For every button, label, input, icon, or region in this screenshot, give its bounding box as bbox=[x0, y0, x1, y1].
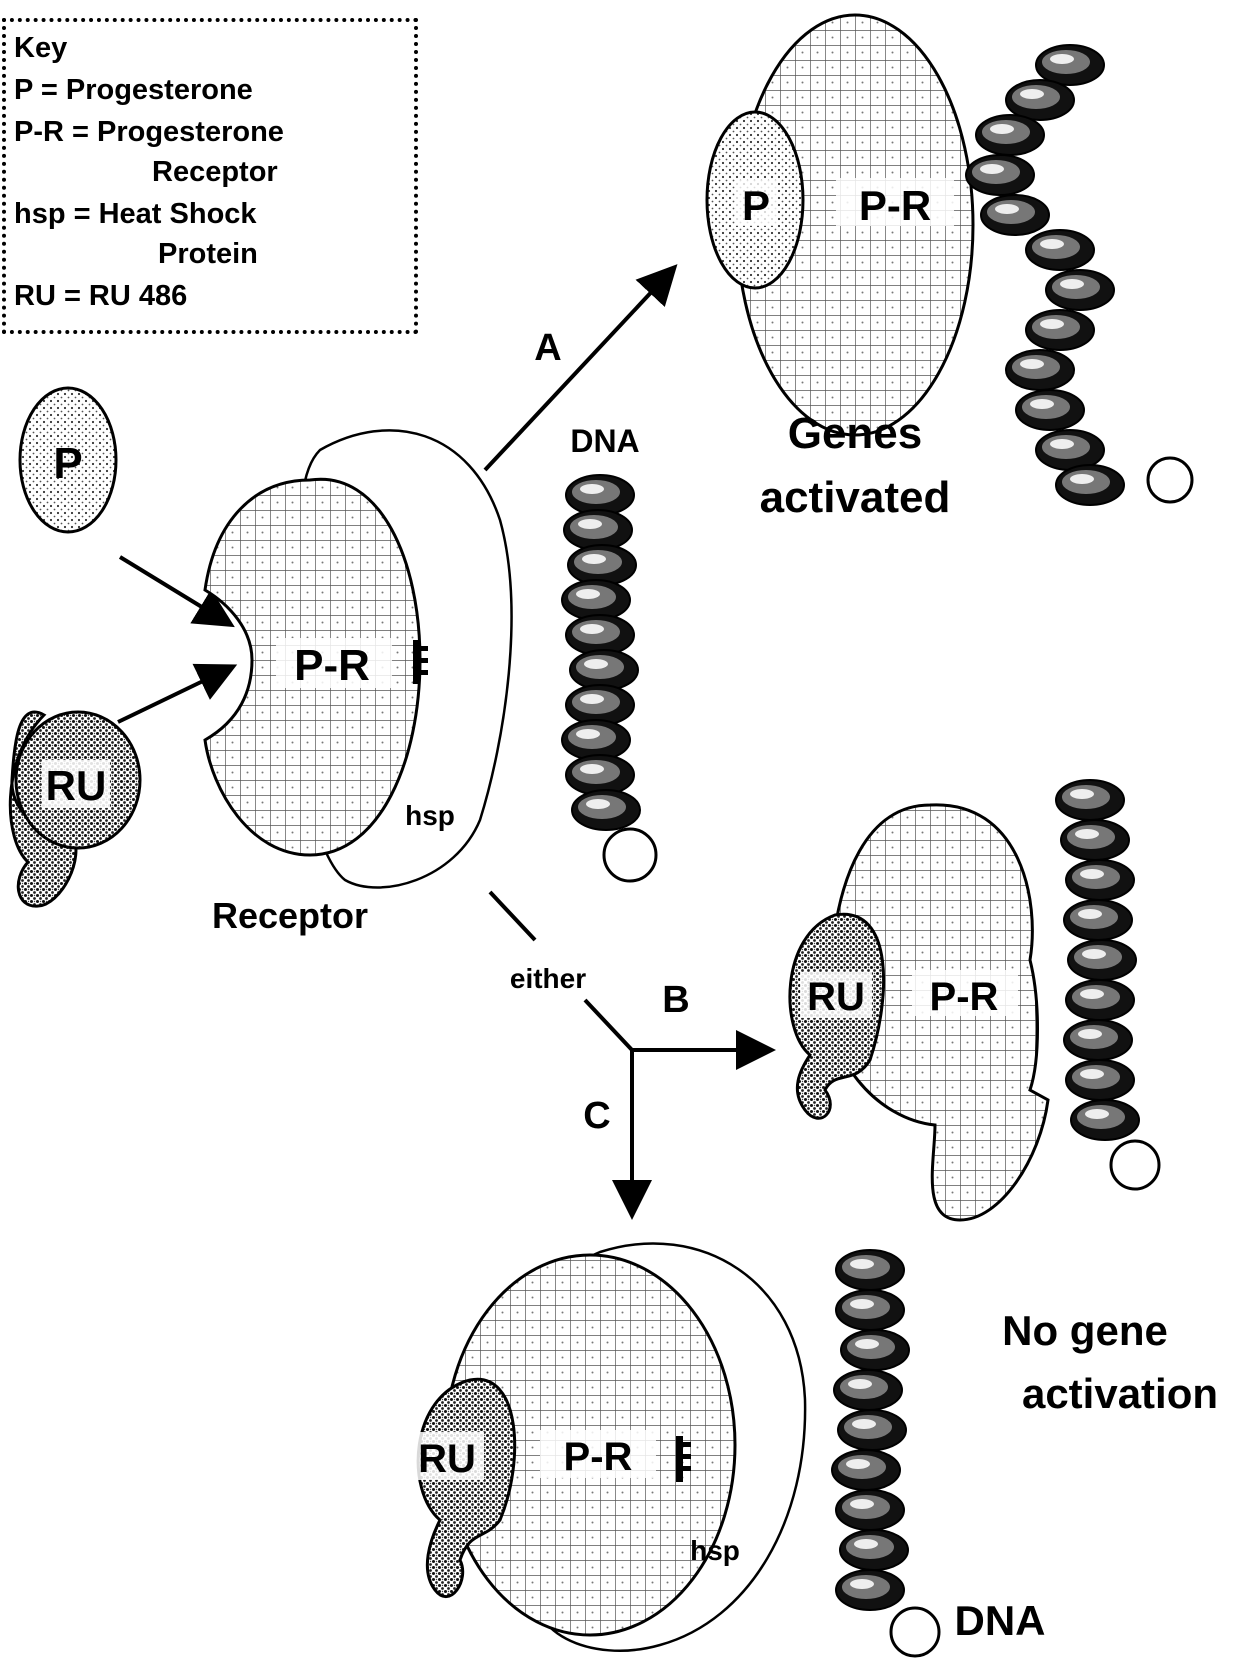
path-b-label: B bbox=[662, 979, 689, 1021]
ru-bound-complex-b: RU P-R bbox=[790, 805, 1048, 1220]
key-heat-shock-cont: Protein bbox=[158, 238, 258, 271]
dna-coil-center bbox=[562, 475, 656, 881]
branch-diagonal bbox=[585, 1000, 632, 1050]
dna-coil-b bbox=[1056, 780, 1159, 1189]
c-hsp-label: hsp bbox=[690, 1535, 740, 1566]
receptor-complex: P-R hsp bbox=[205, 430, 511, 887]
b-pr-label: P-R bbox=[930, 975, 999, 1019]
path-a-label: A bbox=[534, 327, 561, 369]
genes-activated-line1: Genes bbox=[788, 409, 923, 458]
key-heat-shock: hsp = Heat Shock bbox=[14, 198, 257, 231]
key-progesterone-receptor-cont: Receptor bbox=[152, 156, 278, 189]
key-progesterone-receptor: P-R = Progesterone bbox=[14, 116, 284, 149]
key-box: Key P = Progesterone P-R = Progesterone … bbox=[2, 18, 418, 334]
receptor-hsp-label: hsp bbox=[405, 800, 455, 831]
activated-pr-label: P-R bbox=[859, 182, 931, 229]
receptor-caption: Receptor bbox=[212, 895, 368, 936]
key-ru486: RU = RU 486 bbox=[14, 280, 187, 313]
branch-connector-line bbox=[490, 892, 535, 940]
c-pr-label: P-R bbox=[564, 1435, 633, 1479]
dna-coil-c bbox=[832, 1250, 939, 1656]
either-label: either bbox=[510, 963, 586, 994]
progesterone-shape: P bbox=[20, 388, 116, 532]
ru-bound-complex-c: RU P-R hsp bbox=[410, 1243, 805, 1650]
dna-label-c: DNA bbox=[955, 1597, 1046, 1644]
no-gene-line1: No gene bbox=[1002, 1307, 1168, 1354]
ru486-shape: RU bbox=[10, 712, 140, 906]
activated-complex: P P-R bbox=[707, 15, 973, 435]
ru486-label: RU bbox=[46, 762, 107, 809]
dna-label-center: DNA bbox=[570, 423, 639, 459]
path-c-label: C bbox=[583, 1095, 610, 1137]
c-ru-label: RU bbox=[418, 1437, 476, 1481]
progesterone-label: P bbox=[53, 439, 82, 488]
dna-coil-activated bbox=[966, 45, 1192, 505]
activated-p-label: P bbox=[742, 182, 770, 229]
b-ru-label: RU bbox=[807, 975, 865, 1019]
receptor-pr-label: P-R bbox=[294, 641, 370, 690]
key-progesterone: P = Progesterone bbox=[14, 74, 253, 107]
no-gene-line2: activation bbox=[1022, 1370, 1218, 1417]
arrow-ru-to-receptor bbox=[118, 668, 230, 722]
genes-activated-line2: activated bbox=[760, 473, 951, 522]
key-title: Key bbox=[14, 32, 67, 65]
